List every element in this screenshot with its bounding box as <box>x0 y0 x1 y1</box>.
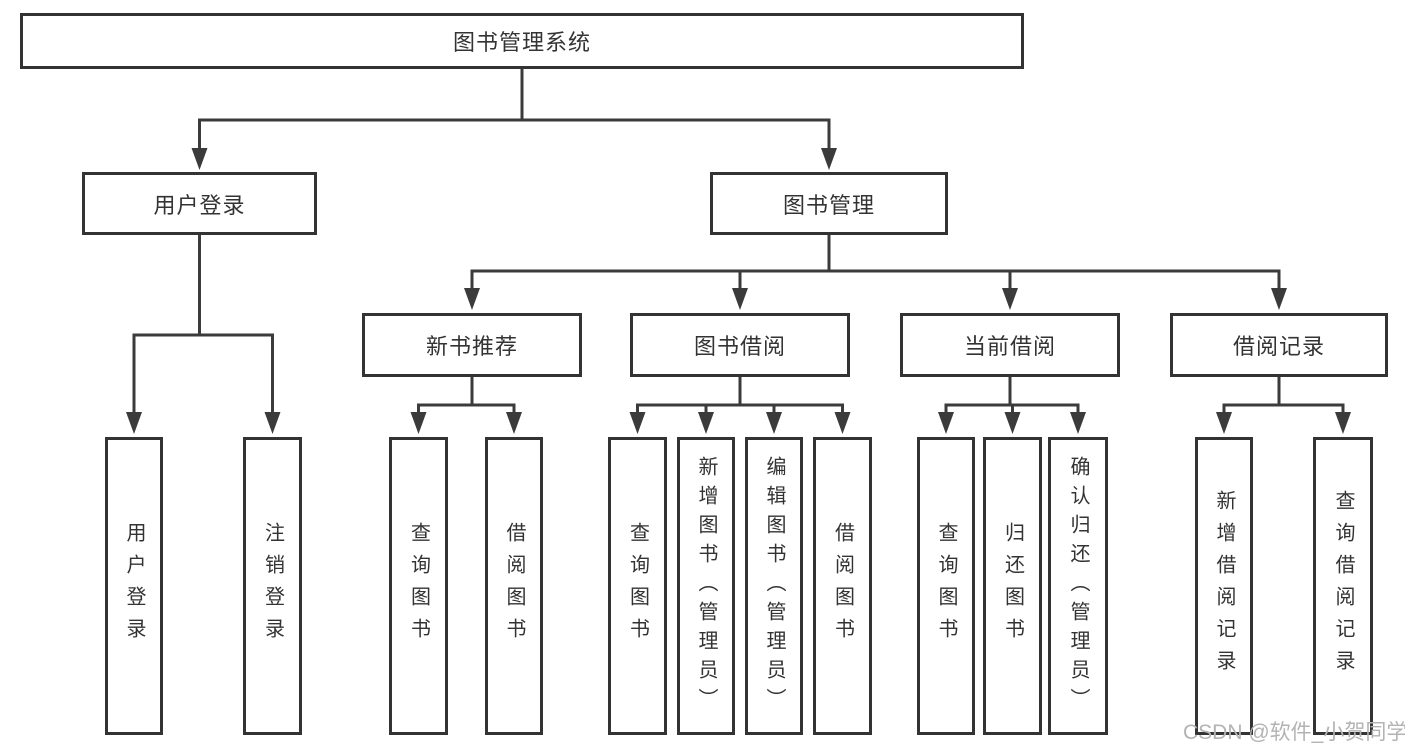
leaf-return-book: 归还图书 <box>983 437 1042 735</box>
leaf-label: 确认归还（管理员） <box>1067 455 1089 717</box>
leaf-label: 新增图书（管理员） <box>695 455 717 717</box>
leaf-label: 编辑图书（管理员） <box>763 455 785 717</box>
leaf-query-book-newbook: 查询图书 <box>389 437 448 735</box>
leaf-query-book-current: 查询图书 <box>917 437 975 735</box>
node-book-borrow: 图书借阅 <box>630 313 850 377</box>
node-current-borrow: 当前借阅 <box>900 313 1120 377</box>
leaf-user-login: 用户登录 <box>105 437 163 735</box>
leaf-label: 借阅图书 <box>831 522 854 650</box>
leaf-label: 查询借阅记录 <box>1332 490 1354 682</box>
leaf-query-book-borrow: 查询图书 <box>608 437 667 735</box>
node-label: 图书管理系统 <box>452 30 591 55</box>
leaf-label: 归还图书 <box>1001 522 1024 650</box>
node-label: 图书管理 <box>782 192 875 218</box>
node-label: 新书推荐 <box>425 334 518 359</box>
arrowheads <box>126 148 1351 434</box>
node-borrow-record: 借阅记录 <box>1170 313 1388 377</box>
node-label: 当前借阅 <box>963 334 1056 359</box>
leaf-borrow-book-newbook: 借阅图书 <box>485 437 543 735</box>
node-label: 图书借阅 <box>693 334 786 359</box>
leaf-borrow-book: 借阅图书 <box>813 437 872 735</box>
leaf-label: 用户登录 <box>123 522 145 650</box>
leaf-confirm-return-admin: 确认归还（管理员） <box>1048 437 1108 735</box>
node-root-library-system: 图书管理系统 <box>20 13 1024 69</box>
node-label: 用户登录 <box>153 192 246 218</box>
node-new-book-recommend: 新书推荐 <box>362 313 582 377</box>
leaf-label: 查询图书 <box>626 522 649 650</box>
leaf-label: 注销登录 <box>261 522 284 650</box>
node-user-login: 用户登录 <box>82 172 317 235</box>
leaf-label: 查询图书 <box>935 522 957 650</box>
csdn-watermark: CSDN @软件_小贺同学 <box>1183 721 1405 744</box>
leaf-edit-book-admin: 编辑图书（管理员） <box>745 437 803 735</box>
leaf-logout: 注销登录 <box>243 437 302 735</box>
leaf-label: 新增借阅记录 <box>1213 490 1235 682</box>
node-book-management: 图书管理 <box>710 172 948 235</box>
leaf-query-borrow-record: 查询借阅记录 <box>1313 437 1373 735</box>
node-label: 借阅记录 <box>1232 334 1325 359</box>
leaf-add-book-admin: 新增图书（管理员） <box>677 437 735 735</box>
leaf-add-borrow-record: 新增借阅记录 <box>1195 437 1253 735</box>
leaf-label: 借阅图书 <box>503 522 525 650</box>
leaf-label: 查询图书 <box>407 522 430 650</box>
